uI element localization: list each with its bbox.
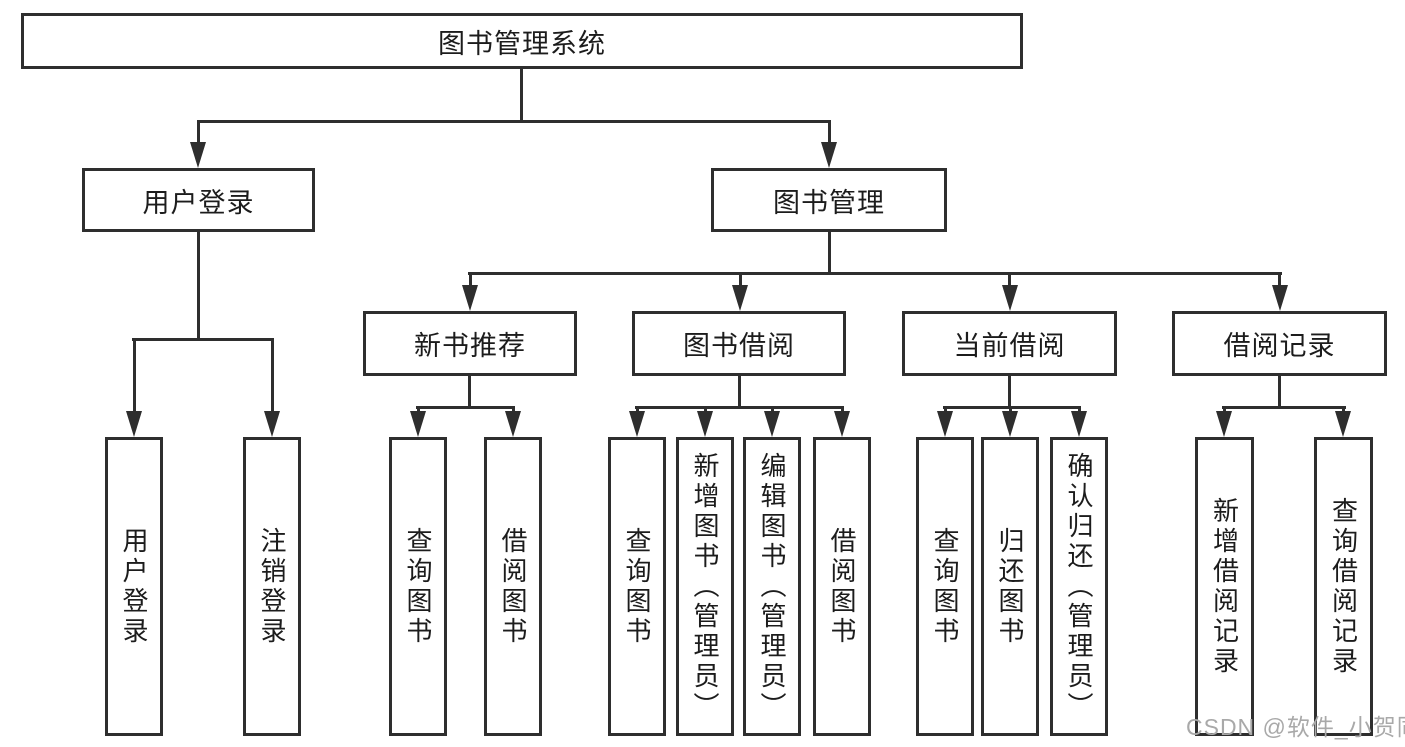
connector-stem [468,376,471,407]
arrow-down-icon [834,411,850,437]
leaf-user-login: 用户登录 [105,437,163,736]
node-user-login: 用户登录 [82,168,315,232]
leaf-edit-book-admin: 编辑图书（管理员） [743,437,801,736]
leaf-add-book-admin: 新增图书（管理员） [676,437,734,736]
leaf-return-book: 归还图书 [981,437,1039,736]
connector-drop-book-mgmt [828,120,831,146]
connector-stem [1278,376,1281,407]
leaf-query-book-1: 查询图书 [389,437,447,736]
node-current-borrow: 当前借阅 [902,311,1117,376]
leaf-logout: 注销登录 [243,437,301,736]
leaf-label: 新增借阅记录 [1209,496,1240,677]
leaf-label: 注销登录 [257,526,287,647]
connector-books-bar [468,272,1282,275]
connector-user-bar [132,338,274,341]
leaf-borrow-book-2: 借阅图书 [813,437,871,736]
leaf-label: 借阅图书 [827,526,857,647]
arrow-down-icon [410,411,426,437]
connector-stem [738,376,741,407]
node-root-label: 图书管理系统 [438,28,606,59]
node-label: 新书推荐 [414,331,526,361]
arrow-down-icon [1071,411,1087,437]
csdn-watermark: CSDN @软件_小贺同学 [1186,714,1405,740]
connector-books-stem [828,232,831,272]
leaf-query-borrow-record: 查询借阅记录 [1314,437,1373,736]
connector-stem [1008,376,1011,407]
leaf-label: 用户登录 [119,526,149,647]
node-label: 借阅记录 [1223,331,1336,361]
connector-drop [469,272,472,290]
leaf-confirm-return-admin: 确认归还（管理员） [1050,437,1108,736]
arrow-down-icon [1335,411,1351,437]
leaf-borrow-book-1: 借阅图书 [484,437,542,736]
arrow-down-icon [1272,285,1288,311]
leaf-label: 归还图书 [995,526,1025,647]
leaf-label: 查询图书 [622,526,652,647]
connector-root-bar [197,120,831,123]
leaf-label: 查询借阅记录 [1328,496,1359,677]
node-label: 图书借阅 [683,331,795,361]
arrow-down-icon [1002,411,1018,437]
leaf-query-book-3: 查询图书 [916,437,974,736]
leaf-label: 查询图书 [403,526,433,647]
node-book-borrow: 图书借阅 [632,311,846,376]
arrow-down-icon [937,411,953,437]
node-book-management-label: 图书管理 [773,187,885,218]
connector-drop-user-login [197,120,200,146]
node-borrow-record: 借阅记录 [1172,311,1387,376]
leaf-label: 编辑图书（管理员） [757,451,787,722]
arrow-down-icon [732,285,748,311]
connector-drop [739,272,742,290]
leaf-label: 确认归还（管理员） [1064,451,1094,722]
connector-bar [635,406,844,409]
arrow-down-icon [697,411,713,437]
connector-bar [943,406,1081,409]
arrow-down-icon [764,411,780,437]
arrow-down-icon [505,411,521,437]
connector-drop [1278,272,1281,290]
arrow-down-icon [629,411,645,437]
leaf-label: 借阅图书 [498,526,528,647]
leaf-label: 查询图书 [930,526,960,647]
arrow-down-icon [462,285,478,311]
connector-drop [271,338,274,416]
arrow-down-icon [264,411,280,437]
arrow-down-icon [126,411,142,437]
connector-bar [416,406,515,409]
arrow-down-icon [1216,411,1232,437]
leaf-add-borrow-record: 新增借阅记录 [1195,437,1254,736]
connector-bar [1222,406,1346,409]
leaf-label: 新增图书（管理员） [690,451,720,722]
connector-drop [133,338,136,416]
arrow-down-icon [1002,285,1018,311]
leaf-query-book-2: 查询图书 [608,437,666,736]
node-root: 图书管理系统 [21,13,1023,69]
connector-drop [1008,272,1011,290]
connector-user-stem [197,232,200,338]
node-label: 当前借阅 [953,331,1066,361]
arrow-down-icon [821,142,837,168]
node-user-login-label: 用户登录 [142,187,255,218]
node-new-book-recommend: 新书推荐 [363,311,577,376]
arrow-down-icon [190,142,206,168]
node-book-management: 图书管理 [711,168,947,232]
connector-root-stem [520,69,523,120]
